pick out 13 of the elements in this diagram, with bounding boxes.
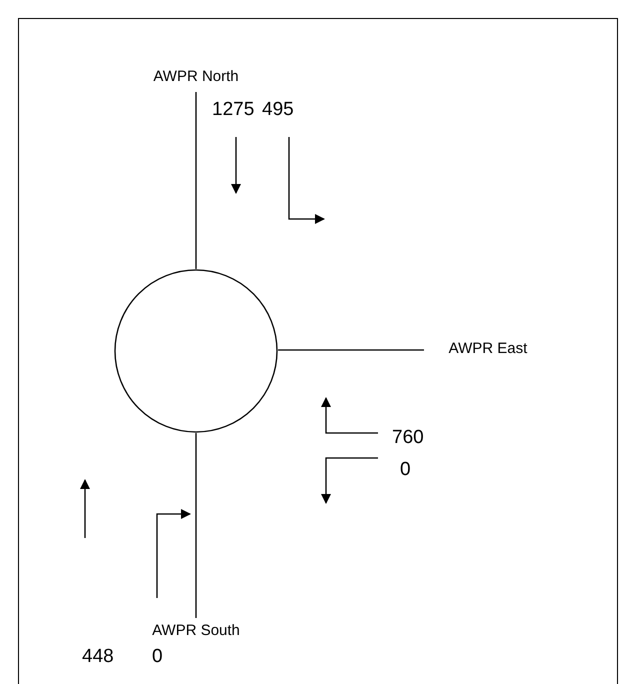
road-label: AWPR East <box>428 340 548 360</box>
road-line <box>195 433 197 618</box>
road-label: AWPR South <box>140 622 252 642</box>
traffic-volume: 0 <box>152 646 163 668</box>
road-label: AWPR North <box>140 68 252 88</box>
traffic-volume: 0 <box>400 459 411 481</box>
road-line <box>278 349 424 351</box>
traffic-volume: 1275 <box>212 99 254 121</box>
traffic-volume: 495 <box>262 99 294 121</box>
road-line <box>195 92 197 269</box>
traffic-volume: 760 <box>392 427 424 449</box>
roundabout-circle <box>114 269 278 433</box>
traffic-volume: 448 <box>82 646 114 668</box>
